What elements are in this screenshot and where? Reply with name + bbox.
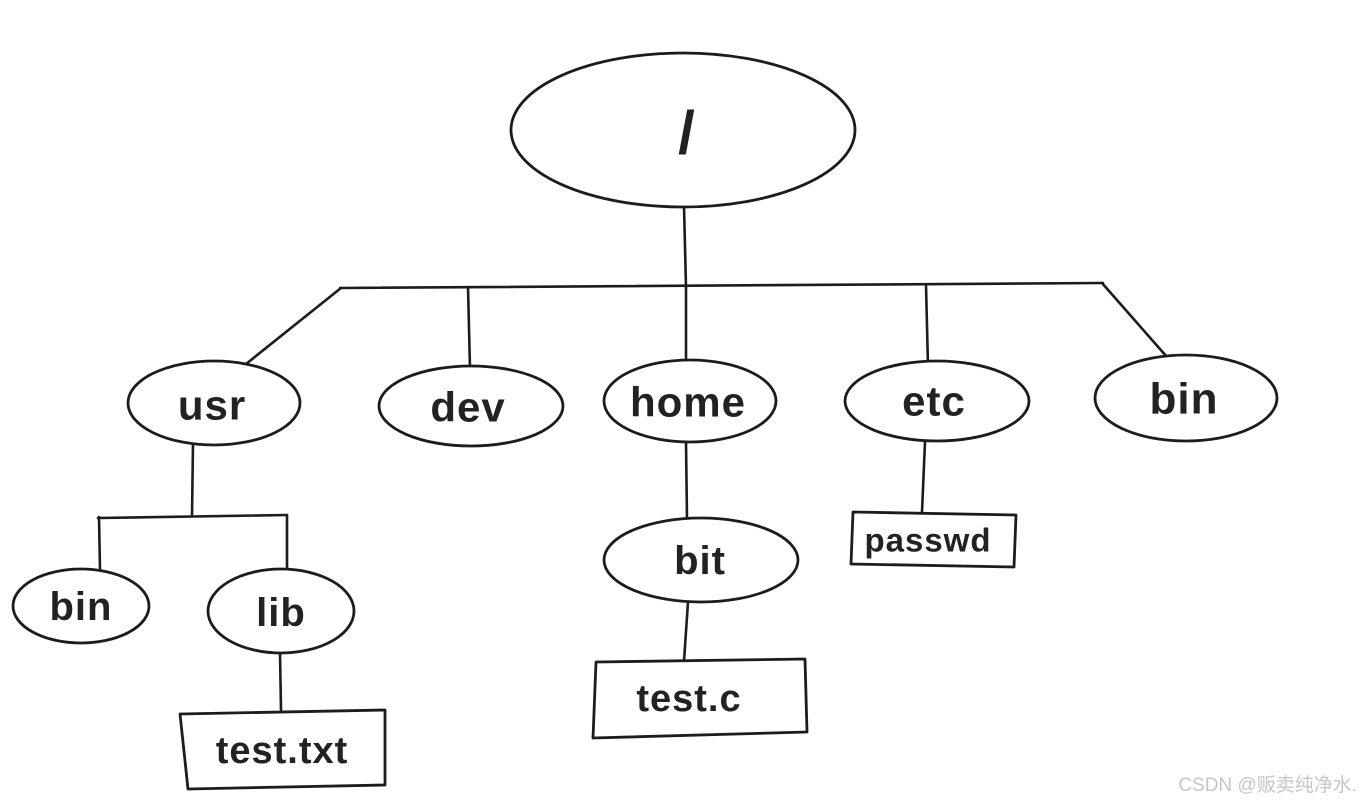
edge-bit-testc bbox=[682, 600, 690, 663]
edge-root-dev bbox=[466, 285, 472, 371]
dev-label: dev bbox=[430, 384, 505, 431]
bin-label: bin bbox=[1150, 375, 1219, 424]
node-etc: etc bbox=[843, 359, 1031, 443]
usr-lib-ellipse bbox=[206, 567, 356, 655]
bin-ellipse bbox=[1093, 353, 1279, 443]
edge-usr-bin bbox=[97, 515, 102, 572]
edge-home-bit bbox=[684, 440, 689, 521]
bit-ellipse bbox=[602, 516, 800, 604]
passwd-label: passwd bbox=[864, 522, 991, 559]
edge-main-bus bbox=[338, 281, 1105, 290]
csdn-watermark: CSDN @贩卖纯净水. bbox=[1178, 774, 1357, 796]
edge-etc-passwd bbox=[920, 440, 927, 514]
node-home: home bbox=[602, 358, 778, 444]
edge-lib-testtxt bbox=[278, 651, 283, 712]
test-c-label: test.c bbox=[636, 678, 741, 720]
edge-root-etc bbox=[924, 283, 930, 369]
home-label: home bbox=[630, 379, 746, 426]
usr-bin-ellipse bbox=[11, 567, 151, 645]
edge-usr-bus bbox=[96, 513, 289, 520]
node-usr-bin: bin bbox=[11, 567, 151, 645]
edge-root-usr bbox=[244, 286, 343, 366]
node-bin: bin bbox=[1093, 353, 1279, 443]
edges bbox=[96, 204, 1169, 712]
root-label: / bbox=[678, 100, 696, 167]
node-usr: usr bbox=[126, 359, 302, 447]
node-test-c: test.c bbox=[591, 657, 809, 740]
home-ellipse bbox=[602, 358, 778, 444]
usr-lib-label: lib bbox=[256, 591, 306, 635]
dev-ellipse bbox=[377, 364, 565, 448]
bit-label: bit bbox=[674, 539, 726, 583]
node-root: / bbox=[509, 51, 857, 209]
node-test-txt: test.txt bbox=[178, 708, 387, 791]
test-txt-rect bbox=[178, 708, 387, 791]
root-ellipse bbox=[509, 51, 857, 209]
test-c-rect bbox=[591, 657, 809, 740]
node-passwd: passwd bbox=[849, 510, 1018, 569]
etc-label: etc bbox=[902, 378, 966, 425]
node-usr-lib: lib bbox=[206, 567, 356, 655]
usr-ellipse bbox=[126, 359, 302, 447]
node-home-bit: bit bbox=[602, 516, 800, 604]
test-txt-label: test.txt bbox=[216, 730, 349, 772]
etc-ellipse bbox=[843, 359, 1031, 443]
edge-root-stem bbox=[682, 204, 688, 289]
edge-root-bin bbox=[1100, 281, 1169, 359]
usr-bin-label: bin bbox=[50, 585, 113, 629]
passwd-rect bbox=[849, 510, 1018, 569]
edge-usr-stem bbox=[190, 442, 195, 518]
usr-label: usr bbox=[178, 382, 246, 429]
node-dev: dev bbox=[377, 364, 565, 448]
